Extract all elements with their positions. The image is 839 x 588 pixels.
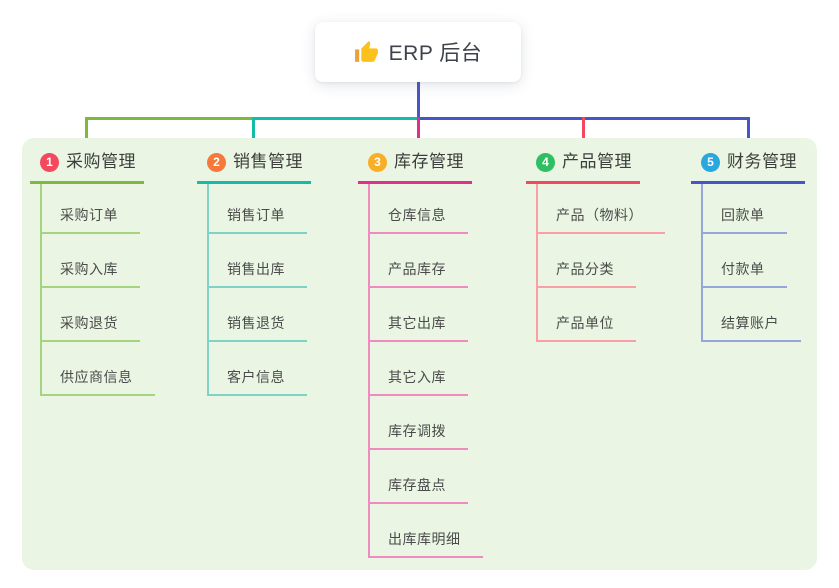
child-node[interactable]: 库存盘点 xyxy=(370,450,468,504)
child-node[interactable]: 采购订单 xyxy=(42,184,140,234)
child-label: 销售出库 xyxy=(227,261,285,277)
child-node[interactable]: 出库库明细 xyxy=(370,504,483,558)
branch-children: 产品（物料） 产品分类产品单位 xyxy=(536,184,665,342)
branch-index-badge: 4 xyxy=(536,152,555,172)
branch-header[interactable]: 4 产品管理 xyxy=(526,150,640,184)
child-label: 客户信息 xyxy=(227,369,285,385)
root-node[interactable]: ERP 后台 xyxy=(315,22,521,82)
branch-header[interactable]: 2 销售管理 xyxy=(197,150,311,184)
child-label: 采购退货 xyxy=(60,315,118,331)
child-label: 出库库明细 xyxy=(388,531,461,547)
branch-children: 采购订单采购入库采购退货供应商信息 xyxy=(40,184,155,396)
child-label: 销售退货 xyxy=(227,315,285,331)
child-label: 仓库信息 xyxy=(388,207,446,223)
child-label: 销售订单 xyxy=(227,207,285,223)
child-node[interactable]: 产品库存 xyxy=(370,234,468,288)
child-label: 结算账户 xyxy=(721,315,779,331)
root-title: ERP 后台 xyxy=(388,42,483,65)
child-label: 付款单 xyxy=(721,261,765,277)
child-node[interactable]: 其它出库 xyxy=(370,288,468,342)
child-node[interactable]: 产品单位 xyxy=(538,288,636,342)
drop-line-inventory xyxy=(417,117,420,150)
child-label: 其它出库 xyxy=(388,315,446,331)
branch-title: 库存管理 xyxy=(394,152,464,171)
connector-segment-green xyxy=(85,117,253,120)
child-label: 产品库存 xyxy=(388,261,446,277)
child-label: 其它入库 xyxy=(388,369,446,385)
child-node[interactable]: 供应商信息 xyxy=(42,342,155,396)
child-label: 库存盘点 xyxy=(388,477,446,493)
branch-children: 回款单付款单结算账户 xyxy=(701,184,805,342)
child-node[interactable]: 销售出库 xyxy=(209,234,307,288)
connector-segment-teal xyxy=(253,117,419,120)
child-label: 库存调拨 xyxy=(388,423,446,439)
child-node[interactable]: 库存调拨 xyxy=(370,396,468,450)
drop-line-sales xyxy=(252,117,255,150)
child-node[interactable]: 回款单 xyxy=(703,184,787,234)
branch-title: 销售管理 xyxy=(233,152,303,171)
child-node[interactable]: 客户信息 xyxy=(209,342,307,396)
branches-panel xyxy=(22,138,817,570)
branch-title: 产品管理 xyxy=(562,152,632,171)
child-label: 采购入库 xyxy=(60,261,118,277)
branch-index-badge: 5 xyxy=(701,152,720,172)
branch-index-badge: 3 xyxy=(368,152,387,172)
child-label: 回款单 xyxy=(721,207,765,223)
branch-header[interactable]: 1 采购管理 xyxy=(30,150,144,184)
branch-4: 4 产品管理 产品（物料） 产品分类产品单位 xyxy=(526,150,665,342)
child-node[interactable]: 其它入库 xyxy=(370,342,468,396)
child-node[interactable]: 仓库信息 xyxy=(370,184,468,234)
child-label: 产品单位 xyxy=(556,315,614,331)
branch-5: 5 财务管理 回款单付款单结算账户 xyxy=(691,150,805,342)
drop-line-product xyxy=(582,117,585,150)
child-node[interactable]: 采购入库 xyxy=(42,234,140,288)
branch-index-badge: 1 xyxy=(40,152,59,172)
child-label: 产品（物料） xyxy=(556,207,643,223)
branch-1: 1 采购管理 采购订单采购入库采购退货供应商信息 xyxy=(30,150,155,396)
branch-header[interactable]: 5 财务管理 xyxy=(691,150,805,184)
child-node[interactable]: 付款单 xyxy=(703,234,787,288)
child-node[interactable]: 采购退货 xyxy=(42,288,140,342)
child-label: 产品分类 xyxy=(556,261,614,277)
child-node[interactable]: 结算账户 xyxy=(703,288,801,342)
child-label: 供应商信息 xyxy=(60,369,133,385)
branch-title: 采购管理 xyxy=(66,152,136,171)
drop-line-purchase xyxy=(85,117,88,150)
branch-index-badge: 2 xyxy=(207,152,226,172)
child-node[interactable]: 销售订单 xyxy=(209,184,307,234)
branch-children: 仓库信息产品库存其它出库其它入库库存调拨库存盘点出库库明细 xyxy=(368,184,483,558)
branch-title: 财务管理 xyxy=(727,152,797,171)
branch-3: 3 库存管理 仓库信息产品库存其它出库其它入库库存调拨库存盘点出库库明细 xyxy=(358,150,483,558)
branch-header[interactable]: 3 库存管理 xyxy=(358,150,472,184)
trunk-line xyxy=(417,82,420,118)
child-node[interactable]: 销售退货 xyxy=(209,288,307,342)
branch-2: 2 销售管理 销售订单销售出库销售退货客户信息 xyxy=(197,150,311,396)
child-label: 采购订单 xyxy=(60,207,118,223)
branch-children: 销售订单销售出库销售退货客户信息 xyxy=(207,184,311,396)
child-node[interactable]: 产品分类 xyxy=(538,234,636,288)
drop-line-finance xyxy=(747,117,750,150)
child-node[interactable]: 产品（物料） xyxy=(538,184,665,234)
thumbs-up-icon xyxy=(354,40,379,65)
